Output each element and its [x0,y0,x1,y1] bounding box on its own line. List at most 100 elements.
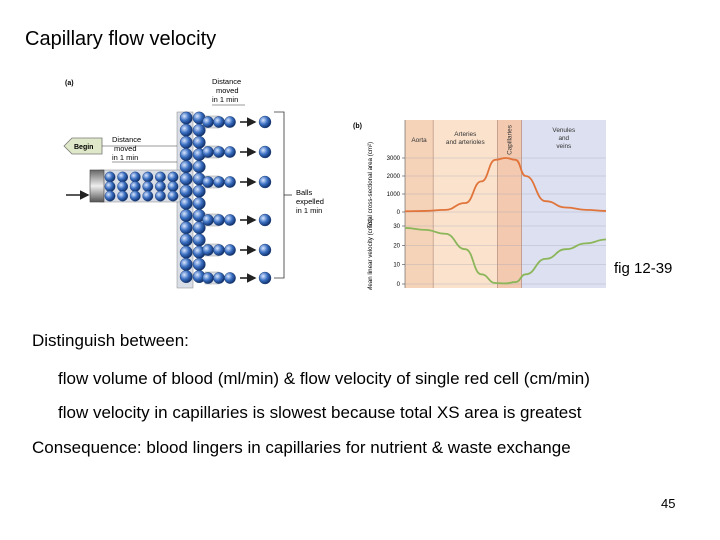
svg-text:in 1 min: in 1 min [212,95,238,104]
distance-moved-left-label: Distance moved in 1 min [112,135,141,162]
ball [117,171,128,183]
ball [129,181,141,192]
expelled-ball [258,115,272,129]
expelled-ball [258,271,272,285]
tick-label: 0 [397,282,401,288]
ball [192,123,206,137]
tick-label: 3000 [387,156,401,162]
ball [129,171,141,183]
ball [167,171,179,183]
svg-text:in 1 min: in 1 min [296,206,322,215]
text-flow-volume: flow volume of blood (ml/min) & flow vel… [58,369,590,388]
ball [224,272,236,284]
ball [179,209,193,223]
ball [155,181,166,192]
ball [224,146,236,158]
ball [213,214,225,226]
expelled-ball [258,243,272,257]
axis-label: Total cross-sectional area (cm²) [367,142,374,228]
region-capillaries [497,120,522,288]
region-label: Capillaries [507,125,514,155]
ball [117,190,128,202]
ball [179,196,193,210]
region-label: Aorta [411,137,427,144]
ball [179,233,193,247]
text-distinguish: Distinguish between: [32,331,189,350]
balls-expelled-label: Balls expelled in 1 min [296,188,324,215]
tick-label: 30 [393,224,400,230]
panel-a-label: (a) [65,80,74,87]
region-label: Venules [552,127,575,134]
tick-label: 0 [397,210,401,216]
ball [202,146,214,158]
region-label: and [558,135,569,142]
distance-moved-top-label: Distance moved in 1 min [212,77,241,104]
ball [179,123,193,137]
ball [179,136,193,149]
ball [117,181,128,192]
expelled-ball [258,145,272,159]
ball [224,176,236,188]
axis-label: Mean linear velocity (cm/s) [367,218,374,290]
ball [179,172,193,186]
svg-text:in 1 min: in 1 min [112,153,138,162]
tick-label: 2000 [387,174,401,180]
ball [142,171,154,183]
expelled-ball [258,213,272,227]
svg-text:Distance: Distance [212,77,241,86]
ball [104,181,116,192]
ball [179,245,193,259]
region-label: veins [556,143,571,150]
ball [179,111,193,125]
ball [129,190,141,202]
expelled-bracket [274,111,285,279]
ball [104,171,116,183]
ball [142,181,154,192]
svg-text:expelled: expelled [296,197,324,206]
region-label: Arteries [454,131,476,138]
ball [179,270,193,284]
ball [179,221,193,235]
ball [192,136,206,149]
ball [192,233,206,247]
begin-tag: Begin [63,137,103,155]
ball [192,257,206,271]
ball-grid [104,111,206,284]
panel-b-label: (b) [353,123,362,130]
ball [155,171,166,183]
slide-title: Capillary flow velocity [25,28,217,50]
ball [192,160,206,174]
text-consequence: Consequence: blood lingers in capillarie… [32,438,571,457]
branch-outlets [202,115,272,285]
area-curve [404,157,607,213]
expelled-ball [258,175,272,189]
svg-text:moved: moved [216,86,239,95]
tick-label: 20 [393,243,400,249]
ball [224,116,236,128]
region-label: and arterioles [446,139,485,146]
region-aorta [405,120,434,288]
ball [213,272,225,284]
ball [213,116,225,128]
ball [213,146,225,158]
figure-caption: fig 12-39 [614,260,673,277]
ball [224,214,236,226]
ball [155,190,166,202]
ball [192,196,206,210]
text-capillary-velocity: flow velocity in capillaries is slowest … [58,403,582,422]
ball [202,244,214,256]
ball [142,190,154,202]
ball [167,190,179,202]
ball [104,190,116,202]
ball [202,214,214,226]
ball [202,176,214,188]
ball [167,181,179,192]
ball [213,176,225,188]
velocity-curve [404,227,607,285]
ball [224,244,236,256]
ball [179,184,193,198]
ball [213,244,225,256]
svg-text:Distance: Distance [112,135,141,144]
ball-flow-diagram: (a) Begin Distance moved in 1 min Distan… [63,77,324,289]
